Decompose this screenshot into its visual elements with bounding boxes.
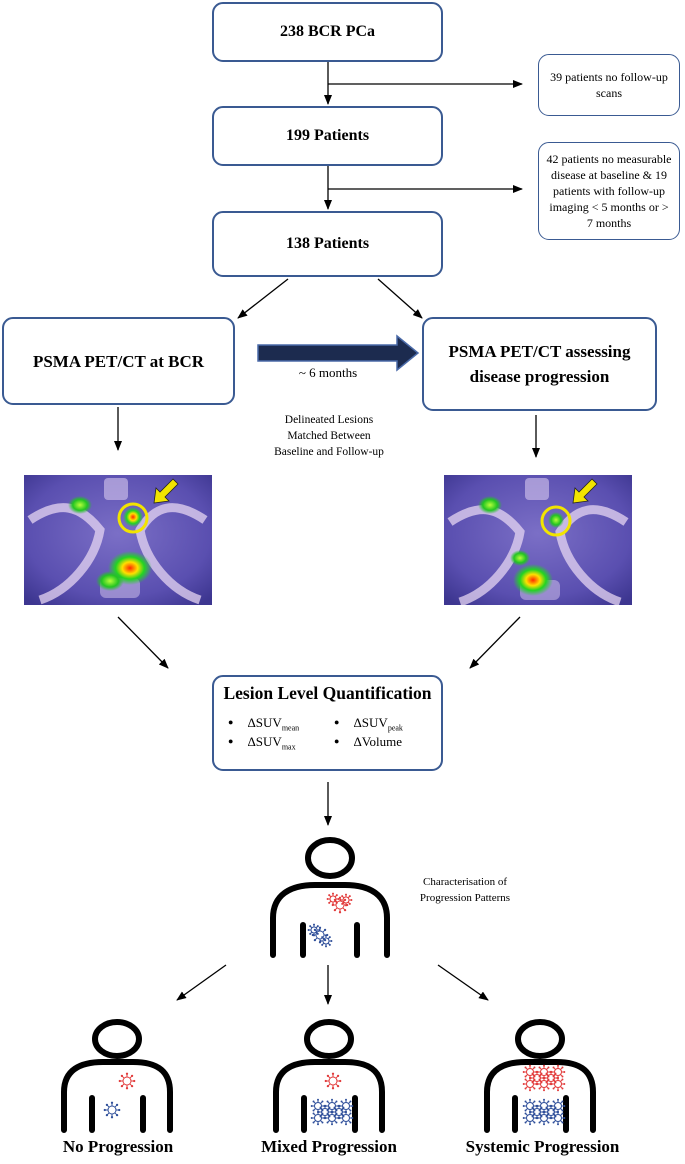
lesion-icon <box>543 1104 559 1120</box>
followup-pet-image <box>444 475 632 605</box>
lesion-icon <box>118 1072 136 1090</box>
matching-note: Delineated Lesions Matched Between Basel… <box>274 414 384 458</box>
metric-suv-max-sub: max <box>281 742 296 752</box>
metric-suv-mean-base: ΔSUV <box>247 715 282 730</box>
outcome-no-progression: No Progression <box>62 1137 174 1156</box>
interval-label: ~ 6 months <box>298 365 358 380</box>
patients-138-label: 138 Patients <box>285 235 370 252</box>
excluded-measurable-text: 42 patients no measurable disease at bas… <box>546 152 672 230</box>
quantification-box: Lesion Level Quantification ●ΔSUVmean ●Δ… <box>212 675 443 771</box>
cohort-label: 238 BCR PCa <box>279 23 376 40</box>
metric-suv-mean: ●ΔSUVmean <box>228 715 300 733</box>
patients-199-label: 199 Patients <box>285 127 370 144</box>
metric-suv-peak-base: ΔSUV <box>353 715 388 730</box>
outcome-systemic-progression: Systemic Progression <box>465 1137 620 1156</box>
followup-pet-box: PSMA PET/CT assessing disease progressio… <box>422 317 657 411</box>
lesion-icon <box>536 1110 552 1126</box>
lesion-icon <box>529 1104 545 1120</box>
lesion-icon <box>331 1104 347 1120</box>
metric-suv-peak: ●ΔSUVpeak <box>334 715 403 733</box>
baseline-pet-image <box>24 475 212 605</box>
lesion-icon <box>307 923 321 937</box>
lesion-icon <box>319 934 333 948</box>
quantification-title: Lesion Level Quantification <box>223 683 432 703</box>
lesion-icon <box>338 1110 354 1126</box>
patient-figure-central <box>270 837 390 958</box>
excluded-no-followup-box: 39 patients no follow-up scans <box>538 54 680 116</box>
baseline-pet-label: PSMA PET/CT at BCR <box>32 351 205 371</box>
patient-figure-mixed-progression <box>273 1019 385 1133</box>
patients-199-box: 199 Patients <box>212 106 443 166</box>
outcome-mixed-progression: Mixed Progression <box>261 1137 397 1156</box>
lesion-icon <box>324 1072 342 1090</box>
lesion-icon <box>310 1110 326 1126</box>
lesion-icon <box>317 1104 333 1120</box>
lesion-icon <box>529 1070 545 1086</box>
patients-138-box: 138 Patients <box>212 211 443 277</box>
lesion-icon <box>550 1076 566 1092</box>
excluded-measurable-box: 42 patients no measurable disease at bas… <box>538 142 680 240</box>
metric-volume-base: ΔVolume <box>353 734 403 749</box>
metric-suv-max-base: ΔSUV <box>247 734 282 749</box>
lesion-icon <box>522 1076 538 1092</box>
lesion-icon <box>339 893 353 907</box>
interval-arrow <box>257 334 420 372</box>
lesion-icon <box>326 892 340 906</box>
metric-suv-peak-sub: peak <box>387 723 403 733</box>
lesion-icon <box>543 1070 559 1086</box>
lesion-icon <box>536 1076 552 1092</box>
lesion-icon <box>522 1110 538 1126</box>
excluded-no-followup-text: 39 patients no follow-up scans <box>550 70 668 100</box>
lesion-icon <box>103 1101 121 1119</box>
metric-suv-max: ●ΔSUVmax <box>228 734 296 752</box>
metric-volume: ●ΔVolume <box>334 734 403 749</box>
characterisation-label: Characterisation of Progression Patterns <box>419 876 511 904</box>
metric-suv-mean-sub: mean <box>281 723 300 733</box>
baseline-pet-box: PSMA PET/CT at BCR <box>2 317 235 405</box>
lesion-icons <box>103 892 566 1126</box>
cohort-box: 238 BCR PCa <box>212 2 443 62</box>
lesion-icon <box>550 1110 566 1126</box>
patient-figure-no-progression <box>61 1019 173 1133</box>
lesion-icon <box>324 1110 340 1126</box>
followup-pet-label: PSMA PET/CT assessing disease progressio… <box>448 342 631 386</box>
flow-arrows <box>114 62 540 1005</box>
patient-figure-systemic-progression <box>484 1019 596 1133</box>
